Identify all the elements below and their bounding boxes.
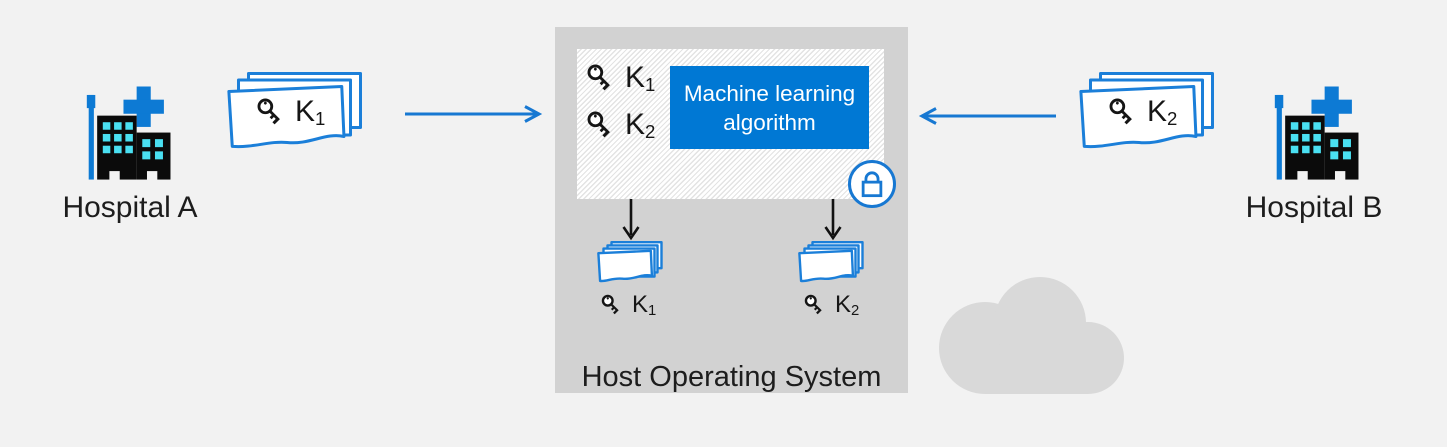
stored-key-row-2: K2 xyxy=(803,291,860,320)
doc-front-page xyxy=(227,85,346,149)
key-icon xyxy=(257,98,280,125)
enclave-key-2-label: K2 xyxy=(625,108,656,143)
hospital-b-data-docs: K2 xyxy=(1079,72,1215,160)
hospital-b-label: Hospital B xyxy=(1245,191,1383,224)
arrow-b-to-host xyxy=(918,107,1056,125)
enclave-key-row-2: K2 xyxy=(585,109,655,141)
hospital-a-data-docs: K1 xyxy=(227,72,363,160)
secure-enclave: K1 K2 Machine learning algorithm xyxy=(577,49,884,199)
key-icon xyxy=(804,294,822,315)
cloud-icon xyxy=(939,277,1124,394)
lock-icon xyxy=(848,160,896,208)
key-icon xyxy=(587,64,610,91)
stored-key-2-label: K2 xyxy=(835,291,860,320)
doc-a-key-label: K1 xyxy=(295,95,326,130)
host-os-title: Host Operating System xyxy=(581,361,882,393)
doc-a-key-row: K1 xyxy=(255,96,325,128)
hospital-b-building-icon xyxy=(1272,86,1366,181)
host-os-box: K1 K2 Machine learning algorithm xyxy=(555,27,908,393)
arrow-enclave-to-doc-1 xyxy=(622,199,640,241)
key-icon xyxy=(601,294,619,315)
arrow-a-to-host xyxy=(405,105,543,123)
stored-key-1-label: K1 xyxy=(632,291,657,320)
doc-b-key-label: K2 xyxy=(1147,95,1178,130)
enclave-key-1-label: K1 xyxy=(625,61,656,96)
stored-key-row-1: K1 xyxy=(600,291,657,320)
key-icon xyxy=(587,111,610,138)
arrow-enclave-to-doc-2 xyxy=(824,199,842,241)
ml-algorithm-box: Machine learning algorithm xyxy=(670,66,869,149)
key-icon xyxy=(1109,98,1132,125)
stored-docs-1 xyxy=(597,241,664,288)
enclave-key-row-1: K1 xyxy=(585,62,655,94)
stored-docs-2 xyxy=(798,241,865,288)
hospital-a-building-icon xyxy=(84,86,178,181)
hospital-a-label: Hospital A xyxy=(62,191,198,224)
doc-front-page xyxy=(1079,85,1198,149)
doc-b-key-row: K2 xyxy=(1107,96,1177,128)
